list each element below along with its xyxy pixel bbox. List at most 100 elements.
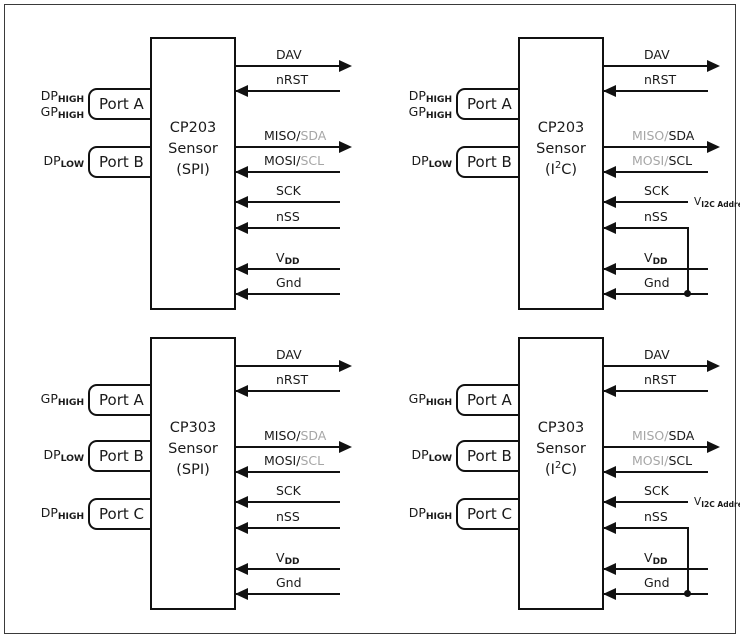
signal-label-i2c-name: SDA bbox=[300, 128, 327, 143]
port-box-port-b[interactable]: Port B bbox=[456, 146, 520, 178]
port-signal-suffix: HIGH bbox=[425, 397, 452, 408]
port-signal-name: DPHIGH bbox=[16, 506, 84, 522]
signal-label-miso: MISO/SDA bbox=[632, 129, 694, 143]
port-box-label: Port C bbox=[467, 505, 512, 523]
signal-arrow-vdd-in bbox=[603, 263, 616, 275]
signal-label-nss: nSS bbox=[644, 510, 668, 524]
chip-bus-name: (SPI) bbox=[176, 162, 210, 178]
signal-arrow-nrst-in bbox=[235, 85, 248, 97]
signal-label-text: nRST bbox=[276, 72, 309, 87]
signal-label-text: SCK bbox=[276, 483, 301, 498]
signal-label-gnd: Gnd bbox=[644, 576, 670, 590]
signal-arrow-nrst-in bbox=[603, 385, 616, 397]
signal-arrow-sck-in bbox=[603, 196, 616, 208]
signal-arrow-gnd-in bbox=[603, 288, 616, 300]
port-signal-suffix: LOW bbox=[428, 159, 452, 170]
signal-label-nrst: nRST bbox=[644, 373, 676, 387]
signal-label-text: DAV bbox=[276, 47, 302, 62]
signal-label-vdd-sub: DD bbox=[284, 557, 300, 567]
signal-line-miso bbox=[604, 446, 708, 448]
signal-line-nss bbox=[236, 227, 340, 229]
signal-label-nrst: nRST bbox=[276, 373, 308, 387]
port-signal-suffix: LOW bbox=[60, 453, 84, 464]
port-box-port-a[interactable]: Port A bbox=[456, 88, 520, 120]
port-signal-label-port-a: GPHIGH bbox=[384, 392, 452, 408]
signal-label-miso: MISO/SDA bbox=[264, 129, 326, 143]
signal-label-text: nSS bbox=[644, 209, 668, 224]
port-signal-name: GPHIGH bbox=[16, 104, 84, 120]
signal-label-text: nRST bbox=[644, 372, 677, 387]
signal-label-text: nSS bbox=[276, 509, 300, 524]
i2c-address-strap-line bbox=[687, 227, 689, 293]
signal-label-i2c-name: SDA bbox=[300, 428, 327, 443]
port-signal-prefix: DP bbox=[43, 153, 61, 168]
port-signal-name: GPHIGH bbox=[384, 104, 452, 120]
port-box-port-b[interactable]: Port B bbox=[456, 440, 520, 472]
signal-line-mosi bbox=[236, 471, 340, 473]
port-box-port-a[interactable]: Port A bbox=[456, 384, 520, 416]
signal-arrow-vdd-in bbox=[235, 263, 248, 275]
signal-label-gnd: Gnd bbox=[644, 276, 670, 290]
chip-body-CP203 bbox=[518, 37, 604, 310]
i2c-address-sub: I2C Address bbox=[701, 200, 740, 209]
signal-line-nrst bbox=[604, 390, 708, 392]
signal-line-vdd bbox=[236, 268, 340, 270]
signal-label-separator: / bbox=[296, 153, 301, 168]
signal-label-vdd: VDD bbox=[644, 251, 668, 268]
signal-label-text: DAV bbox=[644, 47, 670, 62]
signal-line-mosi bbox=[604, 171, 708, 173]
signal-arrow-gnd-in bbox=[235, 588, 248, 600]
signal-label-separator: / bbox=[664, 153, 669, 168]
signal-label-separator: / bbox=[664, 428, 669, 443]
signal-line-sck bbox=[236, 201, 340, 203]
port-signal-name: GPHIGH bbox=[16, 392, 84, 408]
port-signal-label-port-b: DPLOW bbox=[16, 154, 84, 170]
signal-arrow-nss-in bbox=[603, 222, 616, 234]
signal-arrow-mosi-in bbox=[235, 166, 248, 178]
bus-superscript: 2 bbox=[554, 460, 562, 472]
signal-label-sck: SCK bbox=[276, 484, 301, 498]
signal-arrow-miso-out bbox=[339, 141, 352, 153]
signal-label-sck: SCK bbox=[644, 484, 669, 498]
signal-label-i2c-name: SCL bbox=[668, 153, 693, 168]
port-box-port-c[interactable]: Port C bbox=[456, 498, 520, 530]
signal-line-dav bbox=[236, 365, 340, 367]
signal-label-sck: SCK bbox=[276, 184, 301, 198]
port-box-port-b[interactable]: Port B bbox=[88, 440, 152, 472]
signal-label-miso: MISO/SDA bbox=[632, 429, 694, 443]
i2c-address-main: V bbox=[694, 196, 702, 208]
signal-label-text: nRST bbox=[276, 372, 309, 387]
signal-arrow-dav-out bbox=[707, 60, 720, 72]
port-box-label: Port B bbox=[467, 153, 512, 171]
signal-label-spi-name: MISO bbox=[264, 128, 297, 143]
port-signal-suffix: LOW bbox=[60, 159, 84, 170]
signal-label-vdd-sub: DD bbox=[652, 557, 668, 567]
chip-part-name: CP203 bbox=[169, 120, 217, 136]
port-signal-suffix: LOW bbox=[428, 453, 452, 464]
signal-label-separator: / bbox=[664, 453, 669, 468]
port-box-port-b[interactable]: Port B bbox=[88, 146, 152, 178]
port-box-port-a[interactable]: Port A bbox=[88, 384, 152, 416]
ground-junction-dot bbox=[684, 290, 691, 297]
port-box-port-a[interactable]: Port A bbox=[88, 88, 152, 120]
chip-bus-name: (I2C) bbox=[545, 160, 577, 178]
signal-arrow-nss-in bbox=[235, 222, 248, 234]
port-signal-prefix: DP bbox=[411, 153, 429, 168]
signal-label-vdd-main: V bbox=[276, 250, 285, 265]
signal-arrow-gnd-in bbox=[603, 588, 616, 600]
port-signal-prefix: DP bbox=[40, 88, 58, 103]
signal-arrow-gnd-in bbox=[235, 288, 248, 300]
signal-arrow-sck-in bbox=[235, 496, 248, 508]
signal-line-vdd bbox=[236, 568, 340, 570]
port-box-port-c[interactable]: Port C bbox=[88, 498, 152, 530]
signal-label-nrst: nRST bbox=[276, 73, 308, 87]
signal-arrow-dav-out bbox=[707, 360, 720, 372]
signal-label-spi-name: MISO bbox=[632, 428, 665, 443]
chip-bus-name: (I2C) bbox=[545, 460, 577, 478]
signal-label-vdd: VDD bbox=[644, 551, 668, 568]
signal-line-nss bbox=[604, 227, 688, 229]
